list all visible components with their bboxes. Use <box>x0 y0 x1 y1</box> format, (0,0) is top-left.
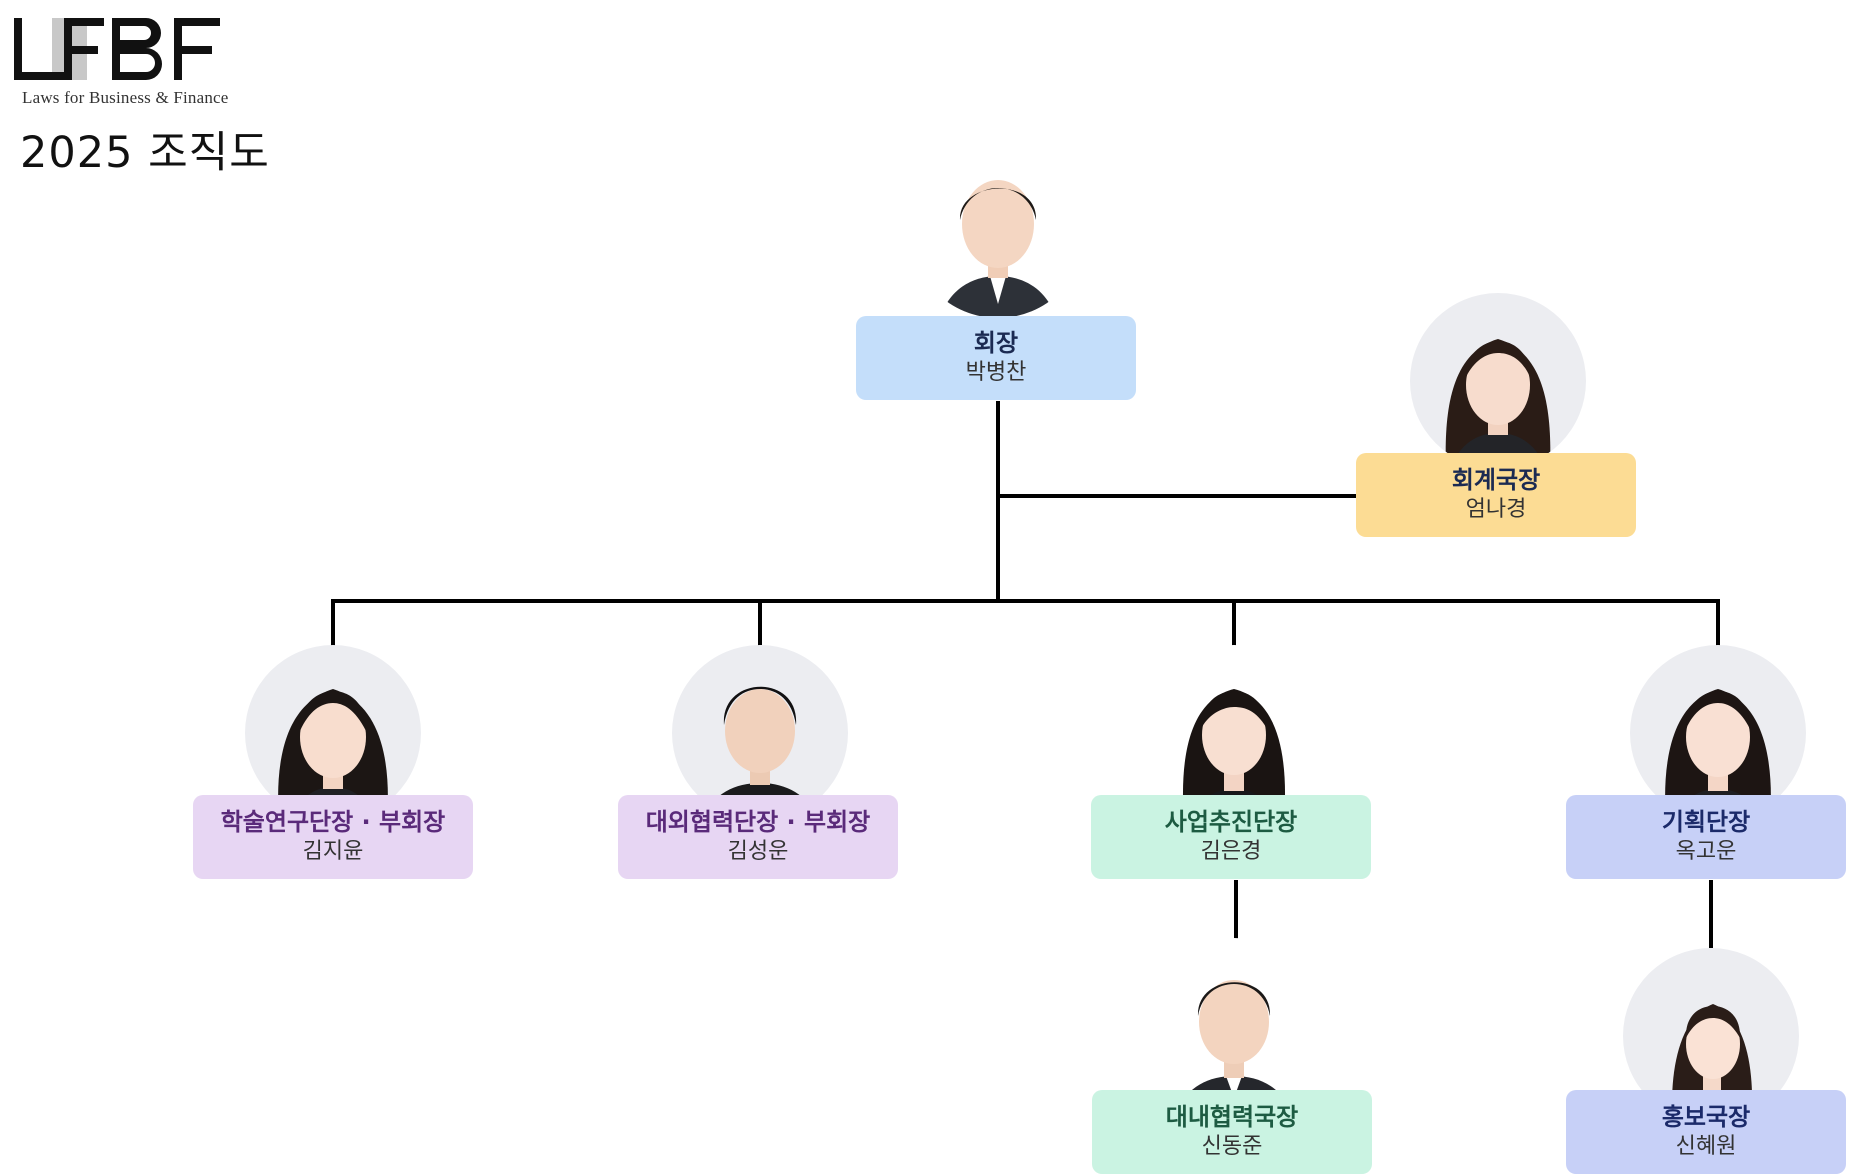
node-business-name: 김은경 <box>1200 839 1262 864</box>
lfbf-logo-mark <box>14 18 220 80</box>
treasurer-photo <box>1410 293 1586 469</box>
node-external: 대외협력단장 · 부회장 김성운 <box>618 795 898 879</box>
node-president-role: 회장 <box>973 329 1019 357</box>
node-treasurer-name: 엄나경 <box>1465 497 1527 522</box>
logo-tagline: Laws for Business & Finance <box>22 88 229 107</box>
node-internal: 대내협력국장 신동준 <box>1092 1090 1372 1174</box>
planning-photo <box>1630 645 1806 821</box>
node-internal-role: 대내협력국장 <box>1165 1103 1299 1131</box>
node-academic-name: 김지윤 <box>302 839 364 864</box>
node-external-name: 김성운 <box>727 839 789 864</box>
node-president-name: 박병찬 <box>965 360 1027 385</box>
president-photo <box>910 142 1086 318</box>
node-external-role: 대외협력단장 · 부회장 <box>645 808 871 836</box>
page-title: 2025 조직도 <box>20 128 270 178</box>
business-photo <box>1146 645 1322 821</box>
node-internal-name: 신동준 <box>1201 1134 1263 1159</box>
node-planning: 기획단장 옥고운 <box>1566 795 1846 879</box>
logo: Laws for Business & Finance <box>12 10 242 110</box>
node-planning-name: 옥고운 <box>1675 839 1737 864</box>
internal-photo <box>1146 938 1322 1114</box>
node-pr-name: 신혜원 <box>1675 1134 1737 1159</box>
node-planning-role: 기획단장 <box>1661 808 1751 836</box>
node-president: 회장 박병찬 <box>856 316 1136 400</box>
node-pr: 홍보국장 신혜원 <box>1566 1090 1846 1174</box>
node-academic: 학술연구단장 · 부회장 김지윤 <box>193 795 473 879</box>
node-pr-role: 홍보국장 <box>1661 1103 1751 1131</box>
node-business: 사업추진단장 김은경 <box>1091 795 1371 879</box>
node-treasurer: 회계국장 엄나경 <box>1356 453 1636 537</box>
node-academic-role: 학술연구단장 · 부회장 <box>220 808 446 836</box>
node-treasurer-role: 회계국장 <box>1451 466 1541 494</box>
node-business-role: 사업추진단장 <box>1164 808 1298 836</box>
